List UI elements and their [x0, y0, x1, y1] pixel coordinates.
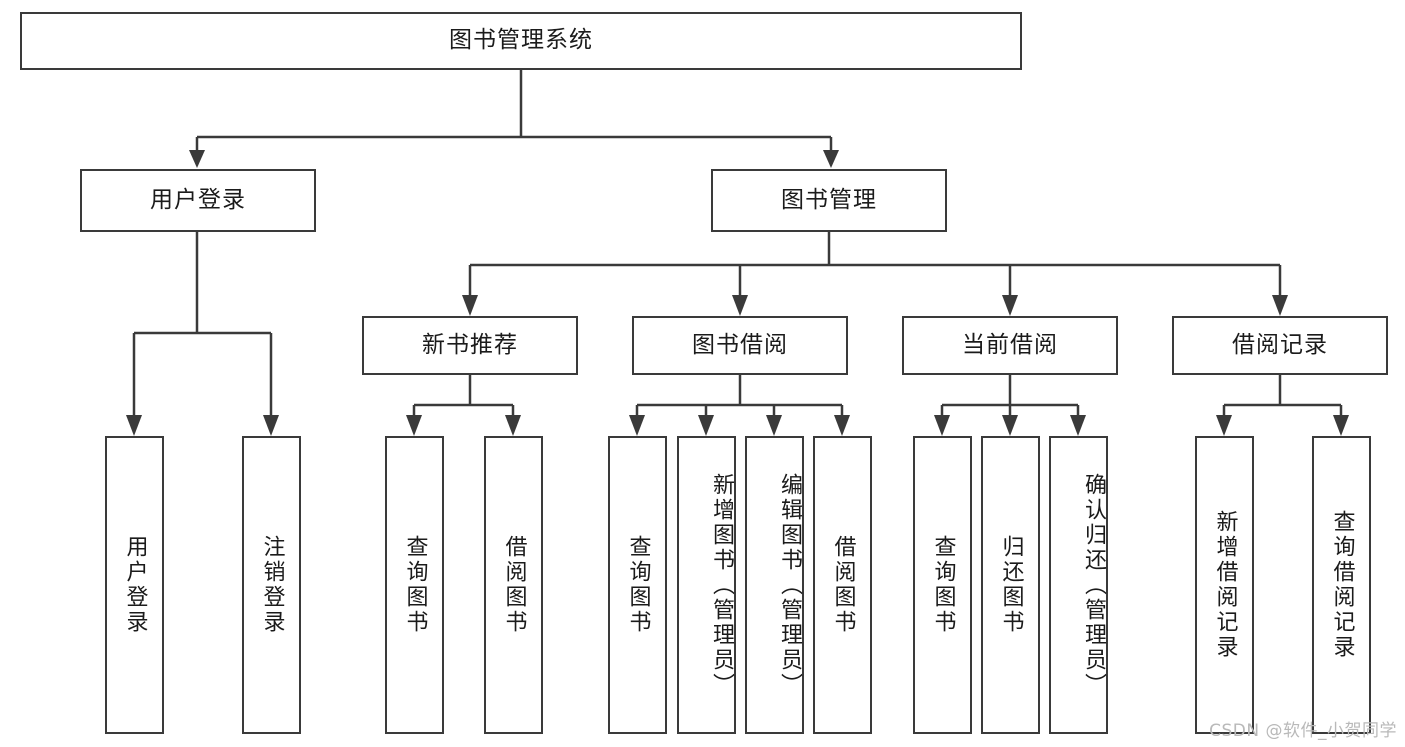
node-book-manage-label: 图书管理	[781, 186, 877, 213]
node-current-borrow-label: 当前借阅	[962, 331, 1058, 358]
leaf-borrow-book-2[interactable]: 借阅图书	[813, 436, 872, 734]
node-book-manage[interactable]: 图书管理	[711, 169, 947, 232]
node-new-book-rec[interactable]: 新书推荐	[362, 316, 578, 375]
node-current-borrow[interactable]: 当前借阅	[902, 316, 1118, 375]
leaf-confirm-return-label: 确认归还（管理员）	[1081, 472, 1106, 698]
leaf-user-logout[interactable]: 注销登录	[242, 436, 301, 734]
leaf-query-book-3[interactable]: 查询图书	[913, 436, 972, 734]
leaf-borrow-book-1-label: 借阅图书	[501, 535, 527, 635]
leaf-borrow-book-2-label: 借阅图书	[830, 535, 856, 635]
node-root-label: 图书管理系统	[449, 27, 593, 54]
leaf-query-book-2-label: 查询图书	[625, 535, 651, 635]
leaf-edit-book[interactable]: 编辑图书（管理员）	[745, 436, 804, 734]
leaf-confirm-return[interactable]: 确认归还（管理员）	[1049, 436, 1108, 734]
leaf-query-book-1-label: 查询图书	[402, 535, 428, 635]
node-borrow-record[interactable]: 借阅记录	[1172, 316, 1388, 375]
leaf-query-record[interactable]: 查询借阅记录	[1312, 436, 1371, 734]
leaf-return-book-label: 归还图书	[998, 535, 1024, 635]
node-user-login-label: 用户登录	[150, 186, 246, 213]
leaf-edit-book-label: 编辑图书（管理员）	[777, 472, 802, 698]
node-new-book-rec-label: 新书推荐	[422, 331, 518, 358]
node-book-borrow[interactable]: 图书借阅	[632, 316, 848, 375]
leaf-add-record[interactable]: 新增借阅记录	[1195, 436, 1254, 734]
leaf-borrow-book-1[interactable]: 借阅图书	[484, 436, 543, 734]
leaf-add-book[interactable]: 新增图书（管理员）	[677, 436, 736, 734]
leaf-add-book-label: 新增图书（管理员）	[709, 472, 734, 698]
leaf-return-book[interactable]: 归还图书	[981, 436, 1040, 734]
leaf-user-login[interactable]: 用户登录	[105, 436, 164, 734]
node-user-login[interactable]: 用户登录	[80, 169, 316, 232]
watermark: CSDN @软件_小贺同学	[1209, 721, 1397, 741]
leaf-query-book-3-label: 查询图书	[930, 535, 956, 635]
leaf-query-record-label: 查询借阅记录	[1329, 510, 1355, 660]
leaf-user-login-label: 用户登录	[122, 535, 148, 635]
node-borrow-record-label: 借阅记录	[1232, 331, 1328, 358]
leaf-query-book-1[interactable]: 查询图书	[385, 436, 444, 734]
node-root[interactable]: 图书管理系统	[20, 12, 1022, 70]
leaf-user-logout-label: 注销登录	[259, 535, 285, 635]
leaf-add-record-label: 新增借阅记录	[1212, 510, 1238, 660]
node-book-borrow-label: 图书借阅	[692, 331, 788, 358]
leaf-query-book-2[interactable]: 查询图书	[608, 436, 667, 734]
